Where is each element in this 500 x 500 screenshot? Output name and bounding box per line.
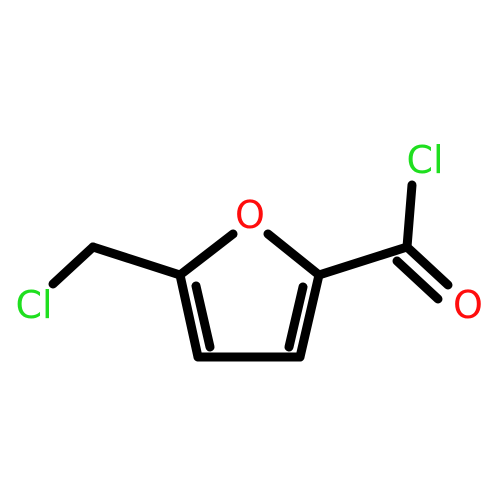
bond-carbonyl-cl	[402, 180, 417, 252]
bond-carbonyl-o-2	[392, 256, 443, 304]
bond-c5-c4	[175, 270, 203, 362]
bond-c5-c4-inner	[191, 281, 215, 352]
bond-ch2-cl	[48, 242, 98, 289]
acyl-chlorine-label: Cl	[406, 138, 443, 182]
bond-carbonyl-o-1	[402, 242, 453, 290]
ring-oxygen-label: O	[235, 193, 265, 237]
bond-ch2-c5	[88, 242, 185, 280]
carbonyl-oxygen-label: O	[453, 283, 483, 327]
bond-c5-o	[175, 229, 238, 280]
bond-o-c2	[263, 229, 324, 280]
methyl-chlorine-label: Cl	[15, 283, 52, 327]
bond-c3-c2	[295, 270, 324, 362]
bond-c3-c2-inner	[284, 282, 308, 352]
bond-c2-carbonyl	[314, 242, 412, 280]
